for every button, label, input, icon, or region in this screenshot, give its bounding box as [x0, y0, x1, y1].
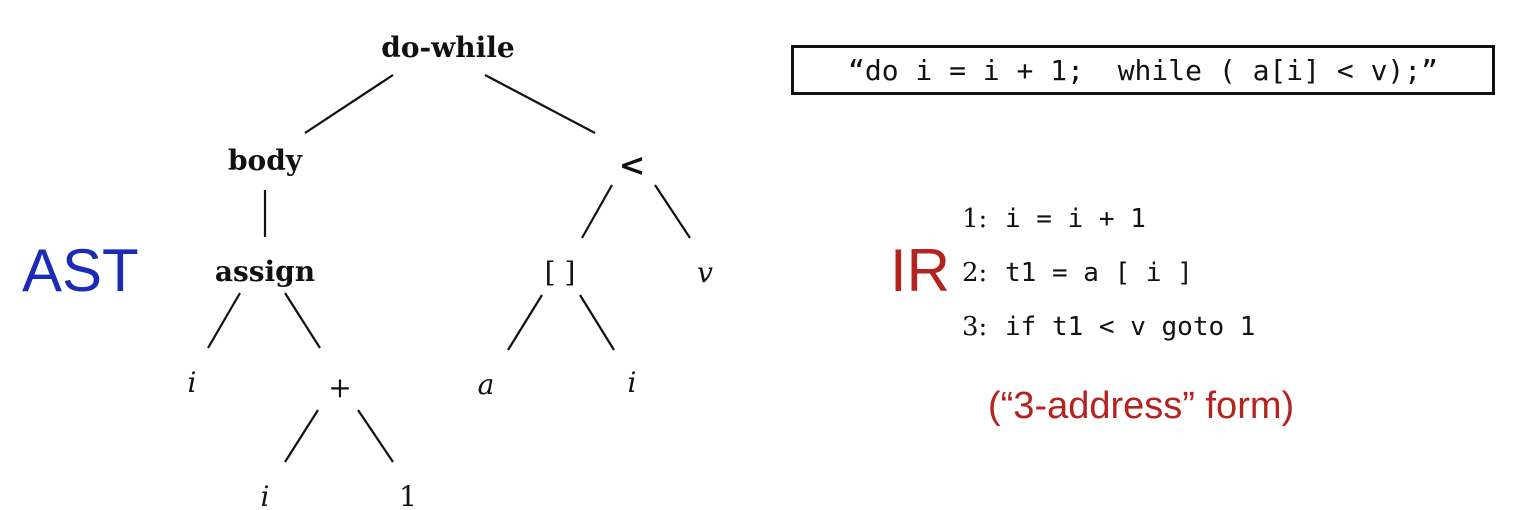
- edge-compare-index: [581, 184, 613, 239]
- ast-node-assign-lhs: i: [188, 366, 197, 399]
- edge-index-a: [507, 294, 543, 351]
- edge-plus-i: [284, 409, 319, 463]
- ir-label: IR: [890, 237, 950, 304]
- edge-assign-i: [207, 292, 241, 349]
- ast-node-compare: <: [619, 146, 646, 184]
- ir-line-num-1: 1:: [962, 204, 987, 234]
- ir-code-block: 1: i = i + 1 2: t1 = a [ i ] 3: if t1 < …: [962, 204, 1255, 342]
- ir-line-code-1: i = i + 1: [1005, 204, 1146, 234]
- ir-line-code-3: if t1 < v goto 1: [1005, 312, 1255, 342]
- ir-line-num-3: 3:: [962, 312, 987, 342]
- ast-node-body: body: [228, 144, 303, 177]
- ast-node-plus: +: [328, 371, 351, 404]
- edge-index-i: [579, 294, 615, 351]
- edge-compare-v: [654, 184, 691, 239]
- ast-label: AST: [22, 237, 139, 304]
- ast-node-index: [ ]: [545, 256, 576, 289]
- ast-node-plus-right: 1: [399, 480, 417, 510]
- ast-node-index-array: a: [478, 368, 495, 401]
- ast-edges: [207, 74, 691, 463]
- ast-node-do-while: do-while: [381, 31, 514, 64]
- source-code-box: “do i = i + 1; while ( a[i] < v);”: [791, 45, 1495, 95]
- edge-dowhile-body: [304, 74, 394, 134]
- ir-form-note: (“3-address” form): [988, 385, 1294, 427]
- ir-line-code-2: t1 = a [ i ]: [1005, 258, 1193, 288]
- ast-node-plus-left: i: [261, 480, 270, 510]
- ast-node-compare-right: v: [697, 256, 713, 289]
- edge-assign-plus: [284, 292, 321, 349]
- ast-node-index-subscript: i: [628, 366, 637, 399]
- edge-dowhile-compare: [484, 74, 596, 134]
- ir-line-num-2: 2:: [962, 258, 987, 288]
- ast-node-assign: assign: [215, 255, 315, 288]
- edge-plus-1: [357, 409, 394, 463]
